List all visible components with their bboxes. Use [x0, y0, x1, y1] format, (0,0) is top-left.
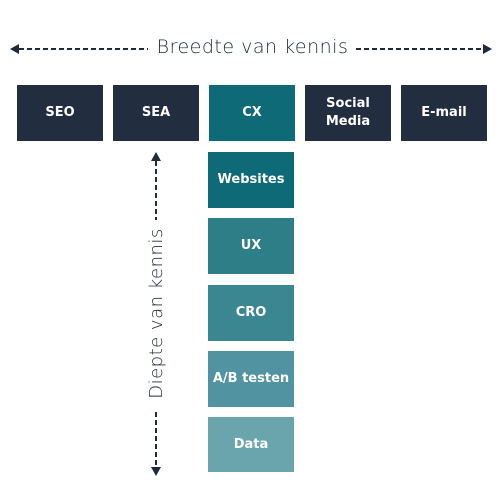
box-seo: SEO	[17, 85, 103, 141]
horizontal-axis-label: Breedte van kennis	[156, 36, 349, 58]
arrow-up-icon	[151, 152, 161, 220]
box-social-media: Social Media	[305, 85, 391, 141]
box-cx: CX	[209, 85, 295, 141]
vertical-axis-label-wrap: Diepte van kennis	[141, 227, 171, 399]
box-sea: SEA	[113, 85, 199, 141]
box-email: E-mail	[401, 85, 487, 141]
box-websites: Websites	[208, 152, 294, 208]
box-data: Data	[208, 417, 294, 472]
box-ab-testen: A/B testen	[208, 351, 294, 407]
vertical-axis-label: Diepte van kennis	[145, 227, 167, 399]
arrow-right-icon	[356, 44, 492, 54]
arrow-left-icon	[10, 44, 148, 54]
arrow-down-icon	[151, 412, 161, 476]
box-cro: CRO	[208, 285, 294, 341]
box-ux: UX	[208, 218, 294, 274]
